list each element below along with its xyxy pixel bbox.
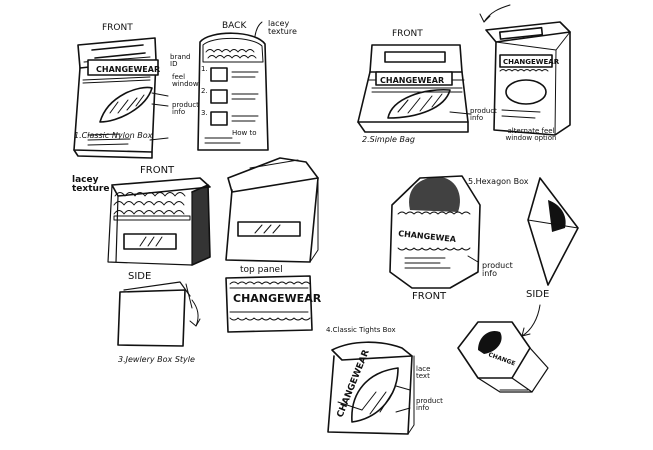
logo-text-nylon: CHANGEWEAR [96, 65, 160, 74]
logo-text-hexagon: CHANGEWEA [398, 229, 457, 244]
hexagon-box-front-sketch [389, 175, 481, 289]
label-top-panel: top panel [240, 265, 283, 275]
jewelry-box-open-sketch [225, 157, 319, 263]
top-panel-sketch [225, 275, 313, 333]
alternate-window-box-sketch [479, 4, 571, 136]
simple-bag-sketch [357, 44, 471, 133]
label-front-hexagon: FRONT [412, 291, 447, 302]
label-product-info-hexagon: product info [482, 261, 513, 278]
label-lace-text: lace text [416, 365, 431, 380]
label-how-to: How to [232, 129, 257, 137]
label-lacey-texture-nylon: lacey texture [268, 19, 297, 36]
label-front-bag: FRONT [392, 29, 423, 39]
label-step-2: 2. [201, 87, 208, 95]
caption-classic-nylon-box: 1.Classic Nylon Box [74, 131, 153, 140]
nylon-box-front-sketch [73, 37, 169, 159]
jewelry-box-side-sketch [117, 281, 201, 347]
tights-box-sketch [327, 341, 415, 435]
label-product-info-tights: product info [416, 397, 443, 412]
hexagon-box-3d-sketch [457, 304, 549, 393]
label-back-nylon: BACK [222, 21, 247, 31]
logo-text-bag: CHANGEWEAR [380, 76, 444, 85]
caption-classic-tights-box: 4.Classic Tights Box [326, 326, 396, 334]
hexagon-box-side-sketch [527, 177, 579, 286]
label-brand-id: brand ID [170, 53, 191, 68]
logo-text-top-panel: CHANGEWEAR [233, 292, 322, 305]
label-lacey-texture-jewelry: lacey texture [72, 175, 110, 194]
caption-simple-bag: 2.Simple Bag [362, 135, 415, 144]
label-front-jewelry: FRONT [140, 165, 175, 176]
label-feel-window: feel window [172, 73, 199, 88]
nylon-box-back-sketch [197, 21, 269, 151]
label-alternate-window: alternate feel window option [505, 127, 557, 142]
jewelry-box-front-sketch [107, 177, 211, 266]
caption-hexagon-box: 5.Hexagon Box [468, 177, 529, 186]
logo-text-alt-box: CHANGEWEAR [503, 58, 560, 66]
label-front-nylon: FRONT [102, 23, 133, 33]
label-product-info-bag: product info [470, 107, 497, 122]
label-step-3: 3. [201, 109, 208, 117]
logo-text-hexagon-3d: CHANGE [487, 351, 516, 367]
label-product-info-nylon: product info [172, 101, 199, 116]
label-step-1: 1. [201, 65, 208, 73]
label-side-jewelry: SIDE [128, 271, 152, 282]
label-side-hexagon: SIDE [526, 289, 550, 300]
caption-jewelry-box-style: 3.Jewlery Box Style [118, 355, 195, 364]
